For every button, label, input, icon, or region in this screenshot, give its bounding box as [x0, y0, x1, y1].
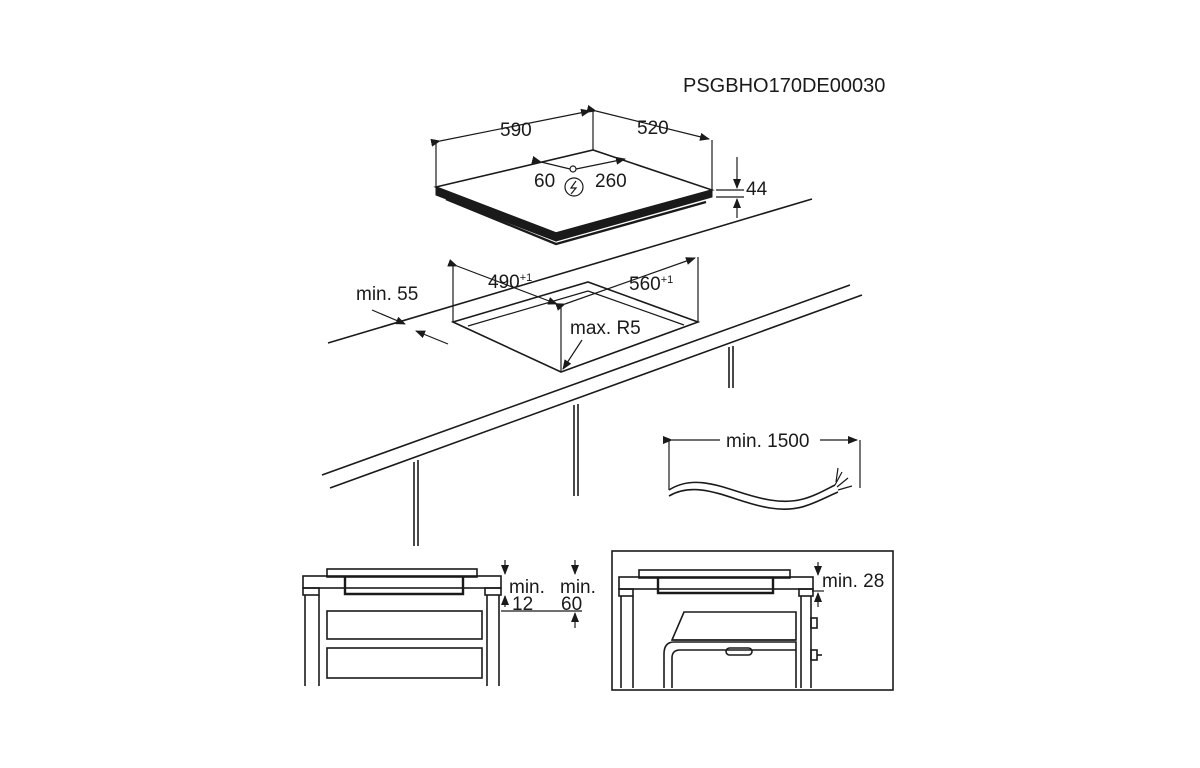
hob-dimensions — [430, 104, 744, 218]
edge-distance-label: min. 55 — [356, 284, 418, 305]
section-right — [611, 550, 894, 691]
worktop — [321, 198, 863, 546]
gap-min-label-1: min. — [509, 577, 545, 598]
cable-offset-right-label: 260 — [595, 171, 627, 192]
power-icon — [564, 177, 584, 197]
worktop-cutout — [371, 257, 701, 373]
hob-height-label: 44 — [746, 179, 768, 200]
cutout-depth-label: 560+1 — [629, 274, 673, 295]
cable-entry-point — [569, 165, 577, 173]
gap-value-1: 12 — [512, 594, 533, 615]
document-code: PSGBHO170DE00030 — [683, 75, 885, 97]
cable-length-label: min. 1500 — [726, 431, 809, 452]
hob-illustration — [433, 149, 715, 246]
gap-min-label-2: min. — [560, 577, 596, 598]
cutout-radius-label: max. R5 — [570, 318, 641, 339]
cable-offset-left-label: 60 — [534, 171, 555, 192]
cutout-width-label: 490+1 — [488, 272, 532, 293]
clearance-label: min. 28 — [822, 571, 884, 592]
cable-illustration — [663, 436, 861, 510]
hob-depth-label: 520 — [637, 118, 669, 139]
hob-width-label: 590 — [500, 120, 532, 141]
section-left — [302, 560, 582, 686]
section-frame — [611, 550, 894, 691]
gap-value-2: 60 — [561, 594, 582, 615]
